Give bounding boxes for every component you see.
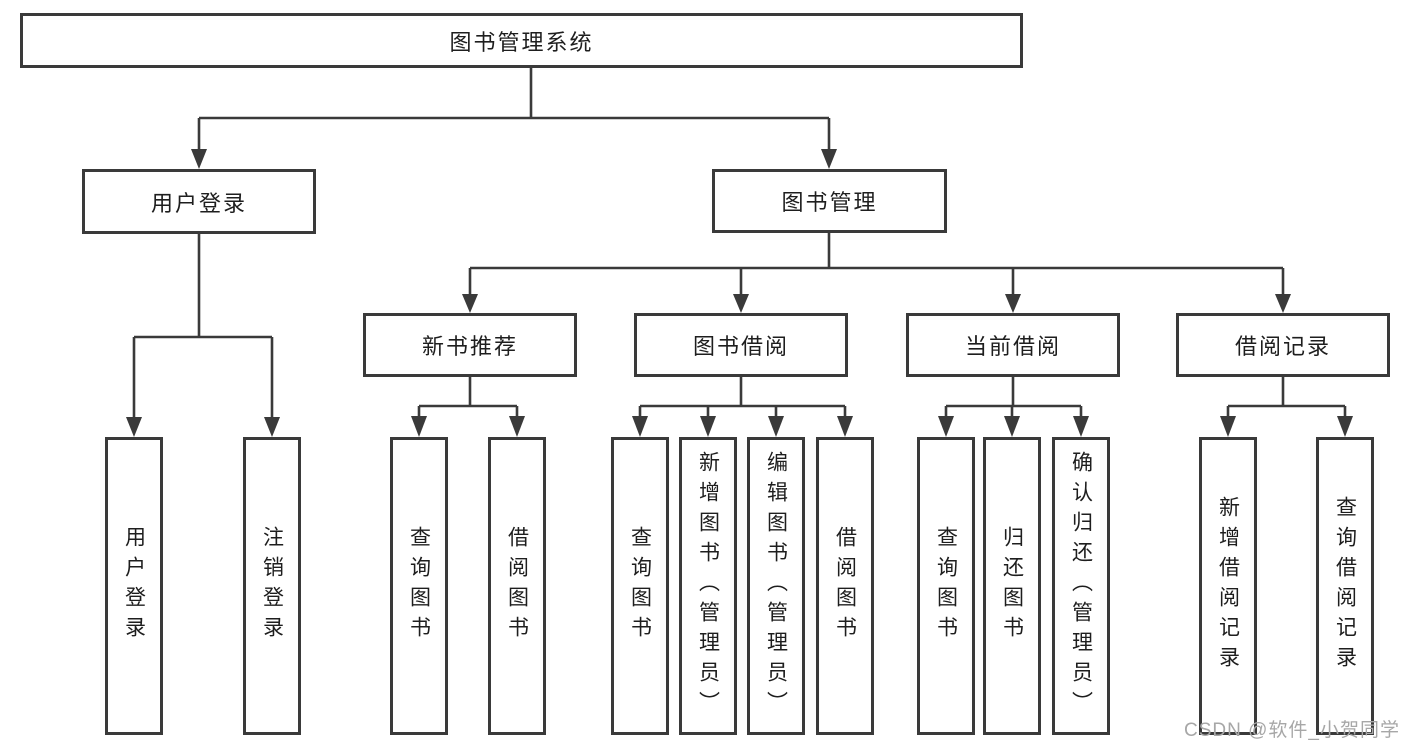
- branch-label: 用户登录: [150, 190, 247, 216]
- leaf-label: 新增图书（管理员）: [696, 451, 720, 721]
- leaf-label: 注销登录: [260, 526, 284, 646]
- group-new-book-recommend: 新书推荐: [363, 313, 577, 377]
- leaf-label: 用户登录: [122, 526, 146, 646]
- csdn-watermark: CSDN @软件_小贺同学: [1184, 720, 1400, 741]
- leaf-label: 借阅图书: [505, 526, 529, 646]
- leaf-label: 查询图书: [407, 526, 431, 646]
- leaf-query-borrow-record: 查询借阅记录: [1316, 437, 1374, 735]
- leaf-add-books-admin: 新增图书（管理员）: [679, 437, 737, 735]
- leaf-edit-books-admin: 编辑图书（管理员）: [747, 437, 805, 735]
- connector-root-to-level2: [191, 68, 837, 169]
- leaf-label: 查询图书: [628, 526, 652, 646]
- leaf-query-books-1: 查询图书: [390, 437, 448, 735]
- leaf-add-borrow-record: 新增借阅记录: [1199, 437, 1257, 735]
- group-label: 图书借阅: [692, 334, 789, 359]
- leaf-label: 查询图书: [934, 526, 958, 646]
- leaf-user-login: 用户登录: [105, 437, 163, 735]
- group-current-borrow: 当前借阅: [906, 313, 1120, 377]
- leaf-query-books-3: 查询图书: [917, 437, 975, 735]
- group-label: 当前借阅: [964, 334, 1061, 359]
- leaf-label: 借阅图书: [833, 526, 857, 646]
- group-book-borrow: 图书借阅: [634, 313, 848, 377]
- branch-book-management: 图书管理: [712, 169, 947, 233]
- group-label: 新书推荐: [421, 334, 518, 359]
- group-borrow-records: 借阅记录: [1176, 313, 1390, 377]
- leaf-label: 查询借阅记录: [1333, 496, 1357, 676]
- leaf-label: 归还图书: [1000, 526, 1024, 646]
- connector-current-borrow-to-leaves: [938, 377, 1089, 437]
- leaf-logout: 注销登录: [243, 437, 301, 735]
- leaf-borrow-books-2: 借阅图书: [816, 437, 874, 735]
- branch-label: 图书管理: [781, 190, 878, 215]
- leaf-borrow-books-1: 借阅图书: [488, 437, 546, 735]
- connector-borrow-records-to-leaves: [1220, 377, 1353, 437]
- root-box-library-management-system: 图书管理系统: [20, 13, 1023, 68]
- root-label: 图书管理系统: [449, 29, 594, 55]
- connector-book-borrow-to-leaves: [632, 377, 853, 437]
- leaf-return-books: 归还图书: [983, 437, 1041, 735]
- branch-user-login: 用户登录: [82, 169, 316, 234]
- group-label: 借阅记录: [1234, 334, 1331, 359]
- leaf-label: 新增借阅记录: [1216, 496, 1240, 676]
- connector-book-management-to-level3: [462, 233, 1291, 313]
- leaf-label: 确认归还（管理员）: [1069, 451, 1093, 721]
- connector-user-login-to-leaves: [126, 234, 280, 437]
- leaf-label: 编辑图书（管理员）: [764, 451, 788, 721]
- connector-new-book-recommend-to-leaves: [411, 377, 525, 437]
- leaf-confirm-return-admin: 确认归还（管理员）: [1052, 437, 1110, 735]
- leaf-query-books-2: 查询图书: [611, 437, 669, 735]
